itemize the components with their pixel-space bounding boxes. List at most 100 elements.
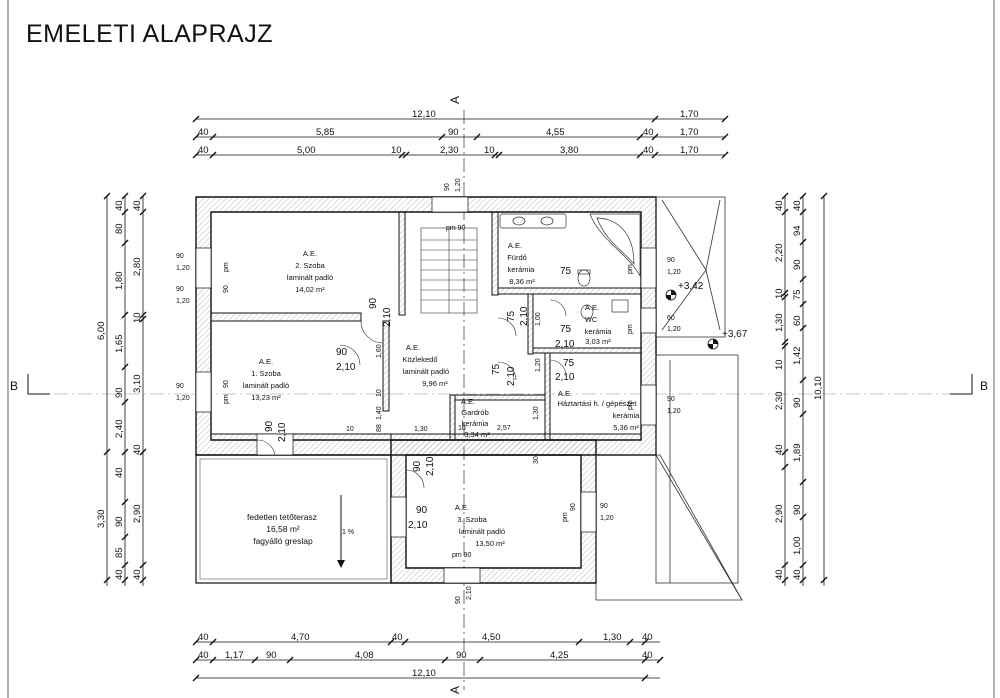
bathroom-label: A.E. Fürdő kerámia 8,36 m² xyxy=(507,241,535,286)
level-markers: +3,42 +3,67 xyxy=(665,281,748,350)
level-value: +3,67 xyxy=(722,329,748,340)
room-3-label: A.E. 3. Szoba laminált padló 13,50 m² xyxy=(455,503,505,548)
door-dim: 1,20 xyxy=(535,358,542,372)
dim-label: 4,55 xyxy=(546,127,565,138)
level-marker-icon xyxy=(707,338,719,350)
room-floor: laminált padló xyxy=(243,381,289,390)
sill-label: pm xyxy=(223,262,230,272)
dim-label: 40 xyxy=(643,127,654,138)
window-height: 1,20 xyxy=(667,408,681,415)
room-ae: A.E. xyxy=(455,503,469,512)
dim-label: 1,65 xyxy=(114,335,125,354)
dim-label: 94 xyxy=(792,225,803,236)
top-dimensions xyxy=(192,115,729,159)
bottom-dimension-labels: 40 4,70 40 4,50 1,30 40 40 1,17 90 4,08 … xyxy=(198,632,653,679)
door-dim: 10 xyxy=(458,425,466,432)
opening-annotations: 90 1,20 90 1,20 90 1,20 pm 90 pm 90 90 1… xyxy=(176,178,681,604)
sill-label: pm xyxy=(627,264,634,274)
sink-icon xyxy=(512,216,526,226)
dim-label: 40 xyxy=(198,650,209,661)
dim-label: 10,10 xyxy=(813,376,824,400)
corridor-label: A.E. Közlekedő laminált padló 9,96 m² xyxy=(402,343,449,388)
dim-label: 40 xyxy=(774,200,785,211)
room-name: 2. Szoba xyxy=(295,261,325,270)
dim-label: 3,30 xyxy=(96,510,107,529)
room-area: 8,36 m² xyxy=(509,277,535,286)
dim-label: 1,17 xyxy=(225,650,244,661)
door-dim: 2,57 xyxy=(497,425,511,432)
dim-label: 60 xyxy=(792,315,803,326)
dim-top-balcony: 1,70 xyxy=(680,109,699,120)
terrace-label: fedetlen tetőterasz 16,58 m² fagyálló gr… xyxy=(247,512,354,546)
room-name: Közlekedő xyxy=(402,355,437,364)
dim-label: 2,90 xyxy=(132,505,143,524)
door-dim: 1,40 xyxy=(376,406,383,420)
door-height: 2,10 xyxy=(408,520,428,531)
level-marker-icon xyxy=(665,289,677,301)
left-dimensions xyxy=(103,192,147,586)
dim-label: 40 xyxy=(642,632,653,643)
interior-walls xyxy=(210,211,642,441)
dim-label: 3,80 xyxy=(560,145,579,156)
door-width: 90 xyxy=(416,505,428,516)
dim-label: 40 xyxy=(132,200,143,211)
dim-label: 40 xyxy=(774,444,785,455)
dim-label: 40 xyxy=(114,200,125,211)
dim-label: 10 xyxy=(391,145,402,156)
room-area: 5,36 m² xyxy=(613,423,639,432)
door-dim: 1,60 xyxy=(376,344,383,358)
terrace-slope: 1 % xyxy=(342,529,354,536)
window-width: 90 xyxy=(223,380,230,388)
door-height: 2,10 xyxy=(466,586,473,600)
terrace-area: 16,58 m² xyxy=(266,524,300,534)
window-height: 1,20 xyxy=(455,178,462,192)
sill-label: pm xyxy=(627,324,634,334)
window-width: 60 xyxy=(667,315,675,322)
room-ae: A.E. xyxy=(508,241,522,250)
dim-label: 40 xyxy=(792,200,803,211)
room-name: Gardrób xyxy=(461,408,489,417)
door-height: 2,10 xyxy=(555,339,575,350)
plan-title: EMELETI ALAPRAJZ xyxy=(26,20,273,48)
dim-label: 90 xyxy=(792,504,803,515)
sill-label: pm xyxy=(562,512,569,522)
section-label-a-top: A xyxy=(448,96,462,104)
door-dim: 10 xyxy=(346,426,354,433)
dim-label: 2,20 xyxy=(774,244,785,263)
door-dim: 30 xyxy=(533,456,540,464)
dim-label: 40 xyxy=(792,569,803,580)
window-width: 90 xyxy=(600,503,608,510)
door-height: 2,10 xyxy=(506,366,517,386)
top-dimension-labels: 12,10 1,70 40 5,85 90 4,55 40 1,70 40 5,… xyxy=(198,109,699,156)
door-height: 2,10 xyxy=(555,372,575,383)
roof-terrace xyxy=(195,454,392,584)
window-height: 1,20 xyxy=(667,326,681,333)
dim-label: 75 xyxy=(792,289,803,300)
door-dim: 10 xyxy=(376,389,383,397)
window-width: 90 xyxy=(176,286,184,293)
door-width: 75 xyxy=(506,310,517,322)
room-floor: kerámia xyxy=(613,411,641,420)
dim-label: 1,70 xyxy=(680,127,699,138)
dim-label: 85 xyxy=(114,547,125,558)
room-area: 3,03 m² xyxy=(585,337,611,346)
dim-label: 1,30 xyxy=(774,314,785,333)
window-width: 90 xyxy=(455,596,462,604)
dim-label: 90 xyxy=(266,650,277,661)
window-height: 1,20 xyxy=(176,395,190,402)
dim-label: 40 xyxy=(198,145,209,156)
dim-label: 10 xyxy=(132,312,143,323)
door-width: 90 xyxy=(412,460,423,472)
windows xyxy=(195,196,657,584)
dim-label: 40 xyxy=(642,650,653,661)
dim-label: 2,30 xyxy=(440,145,459,156)
dim-label: 6,00 xyxy=(96,322,107,341)
door-width: 90 xyxy=(368,297,379,309)
room-ae: A.E. xyxy=(303,249,317,258)
dim-label: 40 xyxy=(392,632,403,643)
balcony xyxy=(595,196,743,601)
window-width: 90 xyxy=(570,503,577,511)
dim-label: 4,50 xyxy=(482,632,501,643)
window-width: 90 xyxy=(176,383,184,390)
section-line-b: B B xyxy=(10,374,988,395)
